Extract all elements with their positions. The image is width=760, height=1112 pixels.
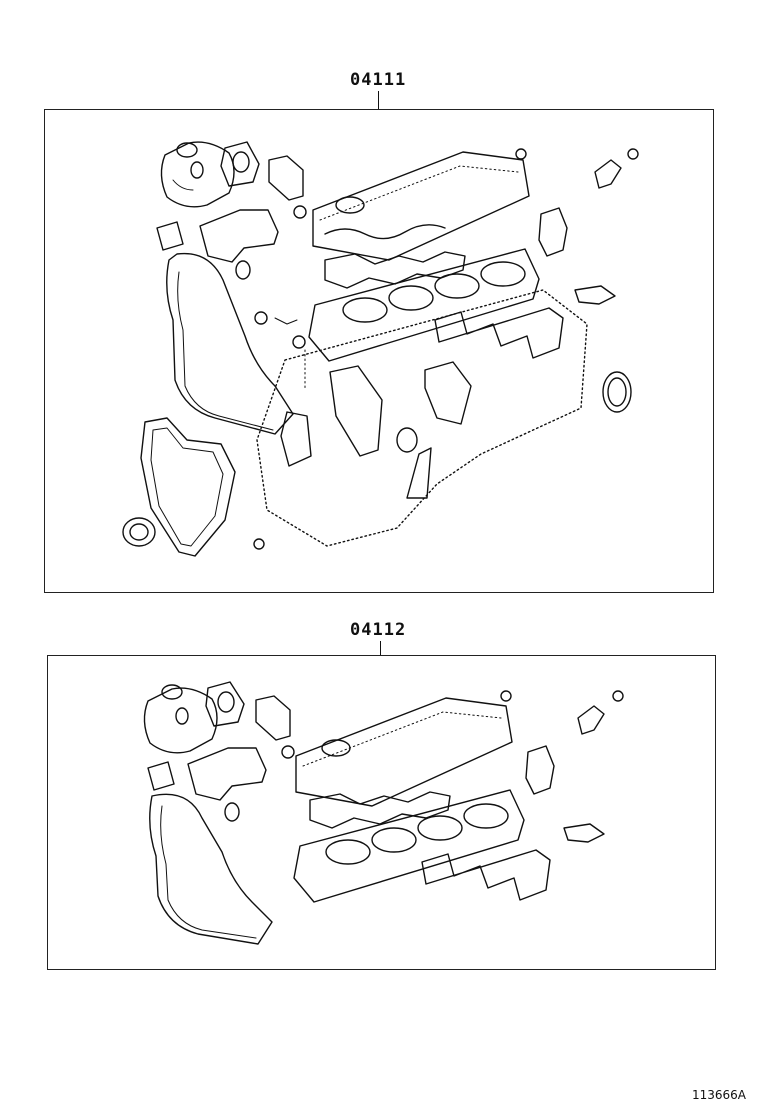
seal-ring [396, 427, 418, 453]
seal-ring [235, 260, 251, 280]
cylinder-head-gasket [293, 789, 525, 903]
exhaust-port-gasket [156, 221, 184, 251]
engine-block-outline [256, 289, 588, 547]
injector-seal [594, 159, 622, 189]
exhaust-manifold-gasket [187, 747, 267, 801]
flange-gasket [563, 823, 605, 843]
figure-reference-number: 113666A [691, 1088, 746, 1102]
exhaust-manifold-gasket [199, 209, 279, 263]
crankshaft-rear-oil-seal [602, 371, 632, 413]
flange-gasket [574, 285, 616, 305]
exhaust-port-gasket [147, 761, 175, 791]
leader-line-kit-2 [380, 641, 381, 655]
o-ring [500, 690, 512, 702]
leader-line-kit-1 [378, 91, 379, 109]
timing-cover-gasket [166, 252, 294, 435]
timing-cover-gasket [149, 793, 273, 945]
oil-pump-gasket [525, 745, 555, 795]
exhaust-elbow-gasket [268, 155, 304, 201]
part-number-callout-kit-1[interactable]: 04111 [350, 70, 407, 90]
turbocharger [160, 141, 235, 208]
o-ring [253, 538, 265, 550]
o-ring [254, 311, 268, 325]
gasket-kit-panel-1 [44, 109, 714, 593]
o-ring [612, 690, 624, 702]
exhaust-manifold-gasket-right [421, 849, 551, 901]
intake-manifold-gasket [309, 791, 451, 829]
o-ring [627, 148, 639, 160]
exhaust-elbow-gasket [255, 695, 291, 741]
turbocharger [143, 684, 218, 754]
water-hose-pipe [406, 447, 432, 499]
o-ring [293, 205, 307, 219]
crankshaft-front-oil-seal [122, 517, 156, 547]
oil-pan-gasket [140, 417, 236, 557]
o-ring [515, 148, 527, 160]
o-ring [292, 335, 306, 349]
exhaust-manifold-gasket-right [434, 307, 564, 359]
gasket-kit-2-drawing [143, 681, 624, 945]
oil-pump-gasket [538, 207, 568, 257]
turbo-flange-gasket [205, 681, 245, 727]
o-ring [281, 745, 295, 759]
water-outlet-gasket [280, 411, 312, 467]
seal-ring [224, 802, 240, 822]
cylinder-head-gasket [308, 248, 540, 362]
turbo-flange-gasket [220, 141, 260, 187]
water-inlet-pipe [424, 361, 472, 425]
cylinder-head-cover [295, 697, 513, 807]
intake-manifold-gasket [324, 251, 466, 289]
gasket-kit-panel-2 [47, 655, 716, 970]
part-number-callout-kit-2[interactable]: 04112 [350, 620, 407, 640]
injector-seal [577, 705, 605, 735]
gasket-kit-1-drawing [122, 141, 639, 557]
water-pump-gasket [329, 365, 383, 457]
cylinder-head-cover [312, 151, 530, 261]
